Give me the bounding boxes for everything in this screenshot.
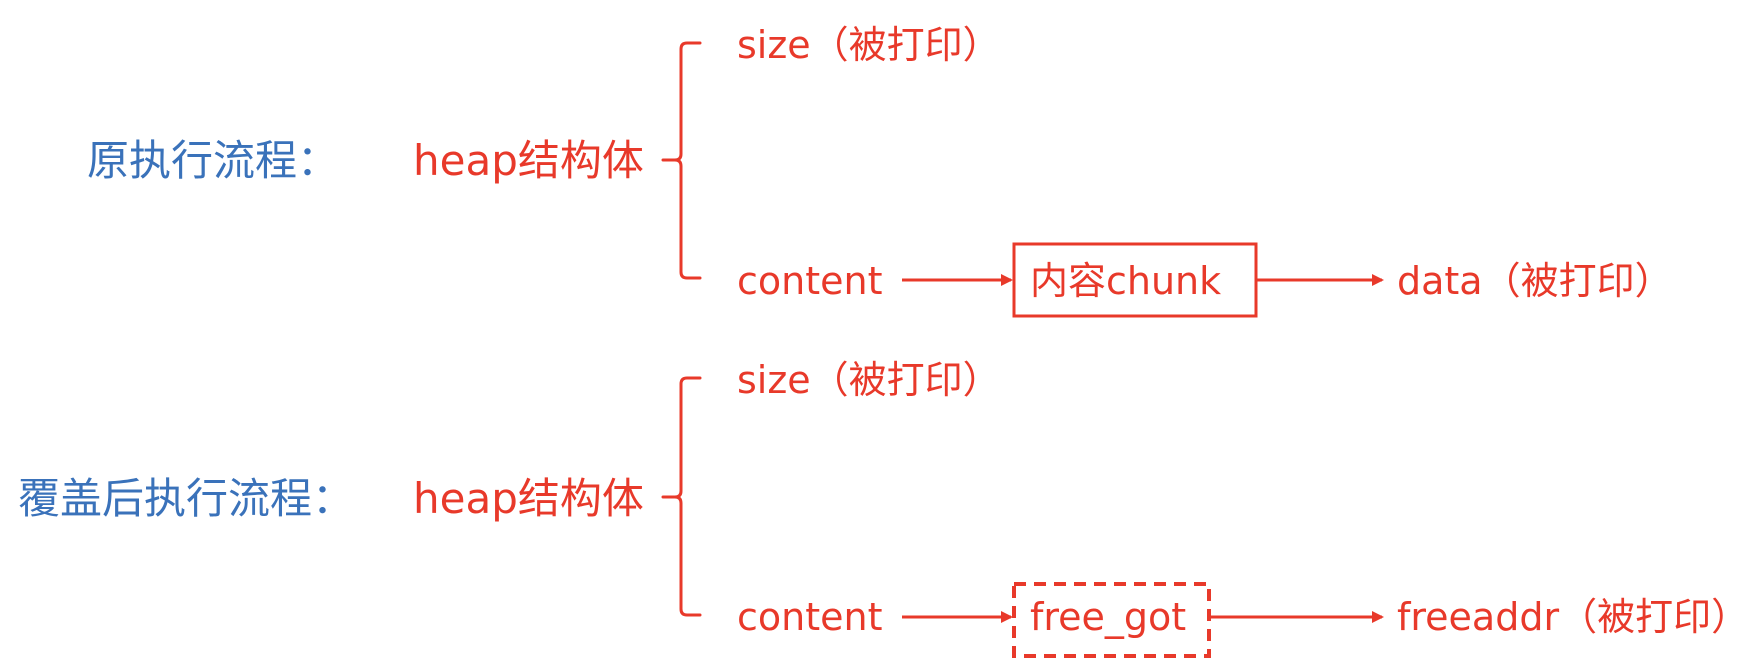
data-result-label: data（被打印） [1397, 259, 1673, 303]
heap-struct-label: heap结构体 [413, 136, 644, 185]
size-field-label: size（被打印） [737, 358, 1001, 402]
free-got-box-label: free_got [1030, 595, 1187, 639]
chunk-box-border [1012, 242, 1258, 318]
free-got-box-border [1012, 582, 1211, 658]
content-field-label: content [737, 259, 883, 303]
content-field-label: content [737, 595, 883, 639]
curly-brace-flow-2 [661, 376, 702, 617]
heap-struct-label: heap结构体 [413, 474, 644, 523]
curly-brace-flow-1 [661, 41, 702, 280]
flow-title-overwritten: 覆盖后执行流程： [18, 474, 355, 523]
size-field-label: size（被打印） [737, 23, 1001, 67]
chunk-box-label: 内容chunk [1030, 259, 1222, 303]
freeaddr-result-label: freeaddr（被打印） [1397, 595, 1750, 639]
flow-title-original: 原执行流程： [87, 136, 340, 185]
